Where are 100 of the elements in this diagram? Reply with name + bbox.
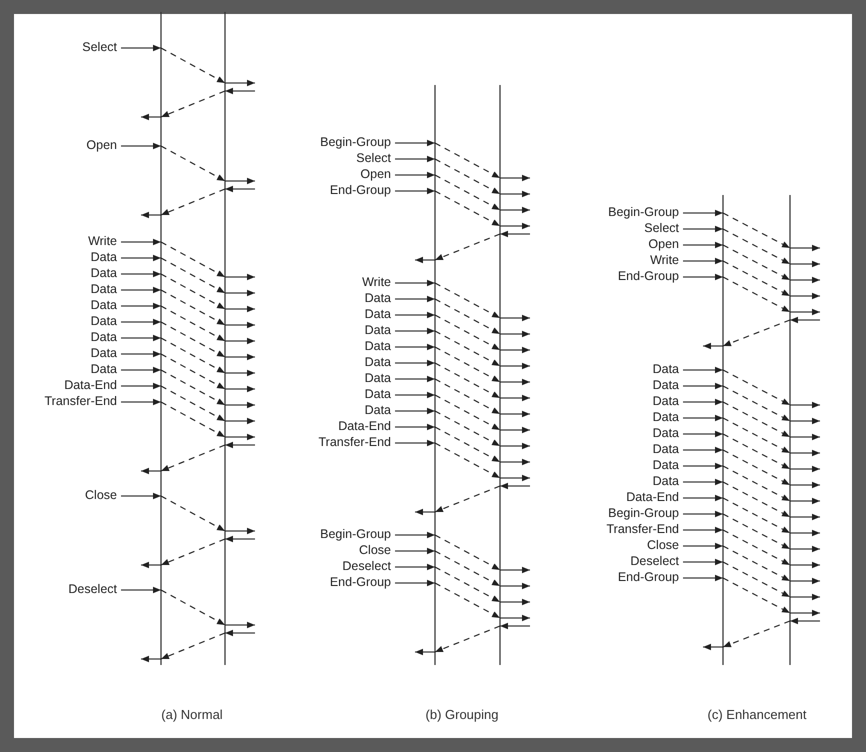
arrow [141, 562, 161, 568]
arrow [225, 290, 255, 296]
arrow [500, 622, 530, 630]
arrow [790, 402, 820, 408]
message-label: End-Group [618, 570, 679, 584]
arrow [121, 366, 161, 374]
dashed-arrow [434, 442, 500, 478]
message-label: End-Group [618, 269, 679, 283]
arrow [225, 274, 255, 280]
arrow [500, 426, 530, 434]
arrow [500, 362, 530, 370]
arrow [683, 526, 723, 534]
message-label: Data [90, 362, 117, 376]
arrow [121, 286, 161, 294]
dashed-arrow [722, 466, 790, 502]
arrow [121, 334, 161, 342]
arrow [225, 186, 255, 192]
lifeline [224, 12, 226, 665]
arrow [121, 238, 161, 246]
arrow [141, 212, 161, 218]
arrow [683, 274, 723, 280]
message-label: Data [652, 458, 679, 472]
arrow [225, 434, 255, 440]
message-label: End-Group [330, 183, 391, 197]
dashed-arrow [434, 394, 500, 430]
lifeline [499, 85, 501, 665]
arrow [225, 354, 255, 360]
dashed-arrow [160, 322, 226, 358]
dashed-arrow [434, 330, 500, 366]
dashed-arrow [434, 174, 500, 210]
dashed-arrow [160, 354, 226, 390]
arrow [225, 442, 255, 448]
arrow [225, 322, 255, 328]
message-label: Data-End [64, 378, 117, 392]
dashed-arrow [160, 290, 226, 326]
message-label: Data [90, 314, 117, 328]
arrow [683, 462, 723, 470]
arrow [790, 434, 820, 440]
arrow [500, 410, 530, 418]
arrow [683, 574, 723, 582]
dashed-arrow [722, 620, 790, 648]
arrow [500, 222, 530, 230]
arrow [790, 244, 820, 252]
message-label: Begin-Group [608, 506, 679, 520]
arrow [395, 312, 435, 318]
dashed-arrow [160, 632, 226, 660]
message-label: Select [356, 151, 391, 165]
lifeline [789, 195, 791, 665]
message-label: Open [648, 237, 679, 251]
message-label: Data [364, 307, 391, 321]
dashed-arrow [722, 212, 790, 248]
arrow [683, 494, 723, 502]
message-label: Select [82, 40, 117, 54]
dashed-arrow [722, 514, 790, 550]
message-label: Open [360, 167, 391, 181]
message-label: Data [364, 387, 391, 401]
arrow [395, 564, 435, 570]
arrow [395, 376, 435, 382]
message-label: Data [90, 298, 117, 312]
arrow [395, 344, 435, 350]
arrow [790, 610, 820, 616]
lifeline [434, 85, 436, 665]
dashed-arrow [160, 146, 226, 182]
arrow [225, 88, 255, 94]
arrow [121, 270, 161, 278]
message-label: Data [90, 250, 117, 264]
arrow [395, 296, 435, 302]
dashed-arrow [722, 319, 790, 347]
arrow [395, 408, 435, 414]
dashed-arrow [722, 562, 790, 598]
message-label: Write [88, 234, 117, 248]
arrow [703, 342, 723, 350]
arrow [500, 174, 530, 182]
dashed-arrow [722, 244, 790, 280]
arrow [790, 276, 820, 284]
arrow [683, 542, 723, 550]
arrow [121, 350, 161, 358]
arrow [395, 140, 435, 146]
message-label: Data [90, 346, 117, 360]
arrow [500, 378, 530, 386]
arrow [683, 210, 723, 216]
message-label: Deselect [68, 582, 117, 596]
message-label: Open [86, 138, 117, 152]
arrow [225, 386, 255, 392]
arrow [121, 44, 161, 52]
dashed-arrow [160, 386, 226, 422]
dashed-arrow [722, 450, 790, 486]
arrow [683, 226, 723, 232]
arrow [225, 80, 255, 86]
arrow [683, 258, 723, 264]
dashed-arrow [434, 550, 500, 586]
dashed-arrow [434, 534, 500, 570]
dashed-arrow [722, 498, 790, 534]
message-label: Data [652, 426, 679, 440]
arrow [790, 562, 820, 568]
dashed-arrow [434, 158, 500, 194]
dashed-arrow [160, 444, 226, 472]
message-label: Transfer-End [318, 435, 391, 449]
lifeline [160, 12, 162, 665]
arrow [225, 418, 255, 424]
